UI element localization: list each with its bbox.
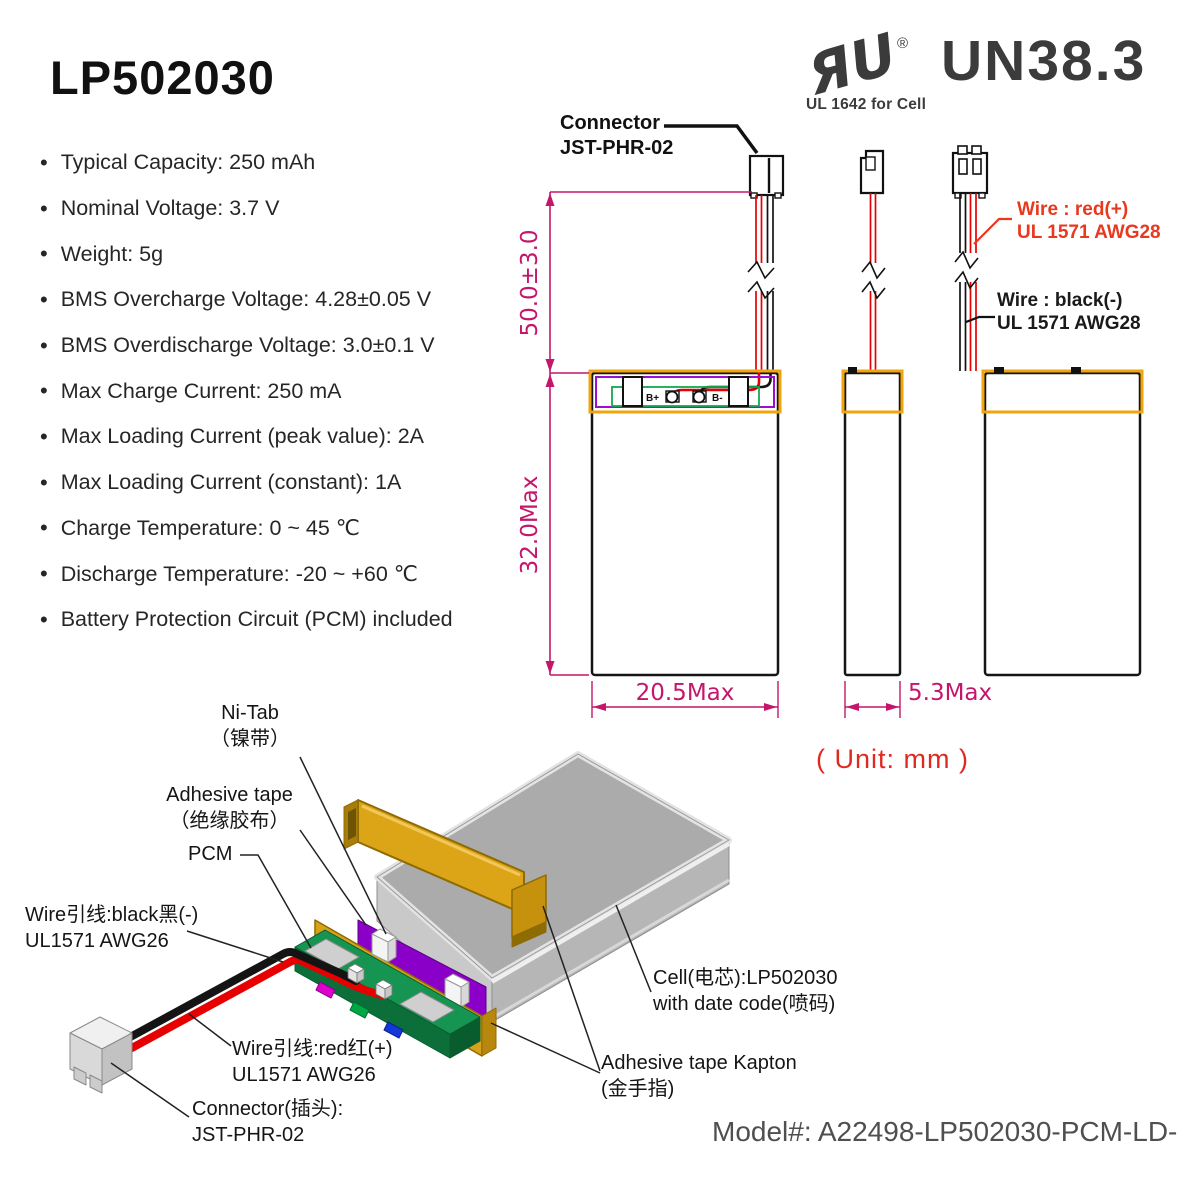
ul-registered-mark: ® (897, 35, 908, 52)
cell-line1: Cell(电芯):LP502030 (653, 967, 838, 989)
spec-item: BMS Overcharge Voltage: 4.28±0.05 V (36, 277, 566, 323)
connector-iso-label: Connector(插头): JST-PHR-02 (192, 1096, 343, 1149)
solder-point-positive (665, 390, 679, 404)
wire-red-line2: UL 1571 AWG28 (1017, 222, 1161, 244)
pcm-component-blue (383, 1021, 404, 1039)
cell-line2: with date code(喷码) (653, 993, 836, 1016)
spec-item: Max Charge Current: 250 mA (36, 368, 566, 414)
connector-iso-line2: JST-PHR-02 (192, 1124, 305, 1147)
terminal-negative-label: B- (712, 393, 723, 404)
dim-body-thickness: 5.3Max (908, 680, 992, 706)
connector-iso-line1: Connector(插头): (192, 1098, 344, 1120)
page-title: LP502030 (50, 51, 275, 104)
spec-item: Battery Protection Circuit (PCM) include… (36, 597, 566, 643)
pcm-outline-front (611, 386, 760, 407)
tape-outline-side (841, 369, 904, 414)
kapton-line2: (金手指) (601, 1078, 675, 1101)
unit-note: ( Unit: mm ) (816, 744, 969, 774)
wire-black-iso-label: Wire引线:black黑(-) UL1571 AWG26 (25, 902, 198, 955)
battery-body-side (843, 371, 902, 677)
wire-red-line1: Wire : red(+) (1017, 199, 1129, 220)
kapton-label: Adhesive tape Kapton (金手指) (601, 1050, 797, 1103)
adhesive-tape-line1: Adhesive tape (166, 784, 293, 806)
wire-red-leader-line (973, 217, 1012, 245)
dim-body-width: 20.5Max (636, 680, 735, 706)
tape-outline-back (981, 369, 1144, 414)
wire-red-label: Wire : red(+) UL 1571 AWG28 (1017, 198, 1161, 244)
adhesive-tape-line2: （绝缘胶布） (169, 810, 290, 833)
connector-leader-line (664, 124, 759, 155)
spec-item: Discharge Temperature: -20 ~ +60 ℃ (36, 551, 566, 597)
connector-front-icon (748, 154, 785, 197)
pcm-board (294, 929, 481, 1059)
wire-red-iso-line1: Wire引线:red红(+) (232, 1038, 393, 1060)
connector-label-line2: JST-PHR-02 (560, 137, 674, 159)
wire-black-line1: Wire : black(-) (997, 290, 1123, 311)
wire-black-leader-line (965, 315, 995, 324)
spec-item: BMS Overdischarge Voltage: 3.0±0.1 V (36, 323, 566, 369)
spec-item: Typical Capacity: 250 mAh (36, 140, 566, 186)
front-view-wires (755, 195, 774, 371)
connector-3d (69, 1016, 133, 1094)
spec-item: Max Loading Current (peak value): 2A (36, 414, 566, 460)
connector-back-icon (951, 151, 989, 195)
cell-body (374, 751, 732, 1023)
exploded-view (69, 751, 732, 1118)
pcm-terminal-2 (375, 979, 393, 1000)
wire-black-3d (119, 948, 360, 1045)
un38-certification-label: UN38.3 (941, 29, 1147, 93)
spec-item: Charge Temperature: 0 ~ 45 ℃ (36, 506, 566, 552)
adhesive-tape-label: Adhesive tape （绝缘胶布） (147, 782, 312, 835)
kapton-line1: Adhesive tape Kapton (601, 1052, 797, 1074)
kapton-arch (343, 799, 547, 948)
side-view (841, 149, 904, 677)
pcm-terminal-1 (347, 963, 365, 984)
connector-label-line1: Connector (560, 112, 660, 134)
spec-item: Nominal Voltage: 3.7 V (36, 186, 566, 232)
ni-tab-label: Ni-Tab （镍带） (185, 700, 315, 753)
ni-tab-front-right (728, 376, 749, 407)
model-number: Model#: A22498-LP502030-PCM-LD- (712, 1116, 1178, 1147)
ni-tab-line1: Ni-Tab (221, 702, 279, 724)
ni-tab-front-left (622, 376, 643, 407)
front-view: B+ B- (588, 124, 785, 677)
wire-red-iso-line2: UL1571 AWG26 (232, 1064, 376, 1087)
wire-red-3d (126, 956, 386, 1053)
wire-black-iso-line2: UL1571 AWG26 (25, 930, 169, 953)
spec-item: Max Loading Current (constant): 1A (36, 460, 566, 506)
back-view (951, 145, 1144, 677)
cell-label: Cell(电芯):LP502030 with date code(喷码) (653, 965, 838, 1018)
wire-black-line2: UL 1571 AWG28 (997, 313, 1141, 335)
spec-item: Weight: 5g (36, 231, 566, 277)
pcm-component-magenta (315, 981, 336, 999)
battery-body-front (590, 371, 780, 677)
tape-outline-front (588, 369, 782, 414)
pcm-pad-right (399, 991, 455, 1023)
ni-tab-line2: （镍带） (210, 728, 290, 751)
ni-tab-3d-1 (371, 928, 397, 963)
exploded-leader-lines (110, 756, 652, 1118)
solder-point-negative (692, 390, 706, 404)
ul-caption: UL 1642 for Cell (806, 96, 927, 113)
terminal-positive-label: B+ (646, 393, 659, 404)
pcm-component-green (349, 1001, 370, 1019)
wire-red-iso-label: Wire引线:red红(+) UL1571 AWG26 (232, 1036, 393, 1089)
battery-body-back (983, 371, 1142, 677)
wire-black-iso-line1: Wire引线:black黑(-) (25, 904, 199, 926)
connector-label-top: Connector JST-PHR-02 (560, 111, 673, 161)
pcm-label: PCM (188, 843, 233, 865)
spec-list: Typical Capacity: 250 mAh Nominal Voltag… (36, 140, 566, 643)
purple-tape-outline-front (595, 376, 775, 408)
wire-black-label: Wire : black(-) UL 1571 AWG28 (997, 289, 1141, 335)
